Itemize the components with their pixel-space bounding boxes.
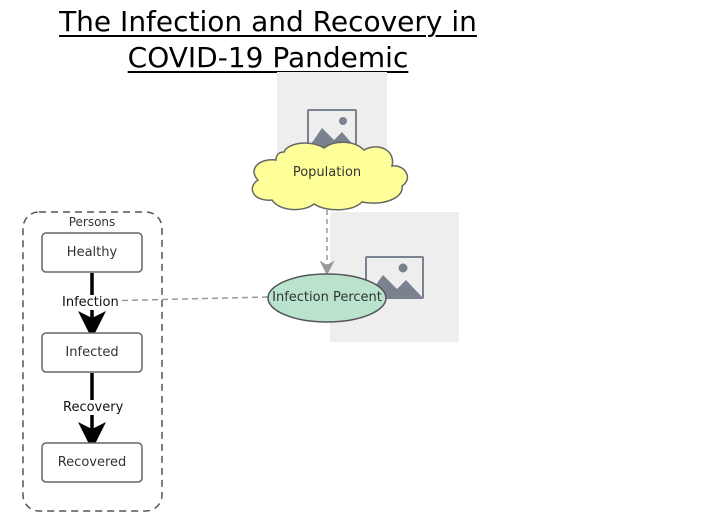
edge-infection-percent-to-infection-flow[interactable] <box>99 296 269 302</box>
persons-group[interactable] <box>22 211 163 512</box>
page-title: The Infection and Recovery in COVID-19 P… <box>40 4 496 76</box>
infected-label: Infected <box>65 345 119 360</box>
stock-infected[interactable] <box>41 332 143 373</box>
infection-percent-ellipse[interactable] <box>267 273 387 323</box>
recovered-label: Recovered <box>57 455 127 470</box>
persons-group-label: Persons <box>68 215 116 229</box>
recovery-flow-label: Recovery <box>62 400 125 415</box>
healthy-label: Healthy <box>66 245 118 260</box>
stock-recovered[interactable] <box>41 442 143 483</box>
title-line-2: COVID-19 Pandemic <box>127 41 409 74</box>
population-cloud[interactable] <box>251 141 409 211</box>
title-line-1: The Infection and Recovery in <box>59 5 477 38</box>
infection-flow-label: Infection <box>61 295 120 310</box>
stock-healthy[interactable] <box>41 232 143 273</box>
population-label: Population <box>292 165 362 180</box>
infection-percent-label: Infection Percent <box>272 290 382 305</box>
